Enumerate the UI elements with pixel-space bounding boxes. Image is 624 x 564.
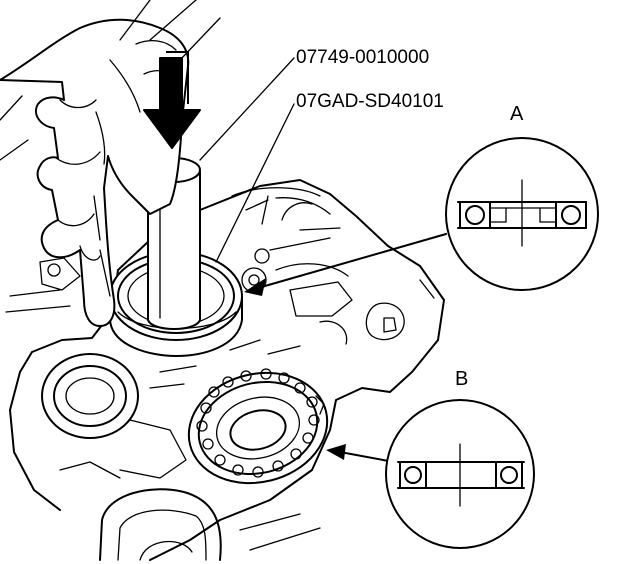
detail-a-label: A <box>510 103 524 125</box>
leader-lines <box>199 57 295 263</box>
detail-a-circle <box>445 137 599 291</box>
hand <box>0 0 221 327</box>
part-number-label-2: 07GAD-SD40101 <box>296 91 444 112</box>
transmission-housing <box>5 179 445 561</box>
callout-arrow-b <box>326 444 395 463</box>
detail-b-label: B <box>455 368 469 390</box>
callout-arrow-a <box>244 233 447 296</box>
bearing-b <box>187 368 329 485</box>
press-down-arrow <box>143 51 201 149</box>
part-number-label-1: 07749-0010000 <box>296 47 430 68</box>
detail-b-circle <box>385 399 535 549</box>
